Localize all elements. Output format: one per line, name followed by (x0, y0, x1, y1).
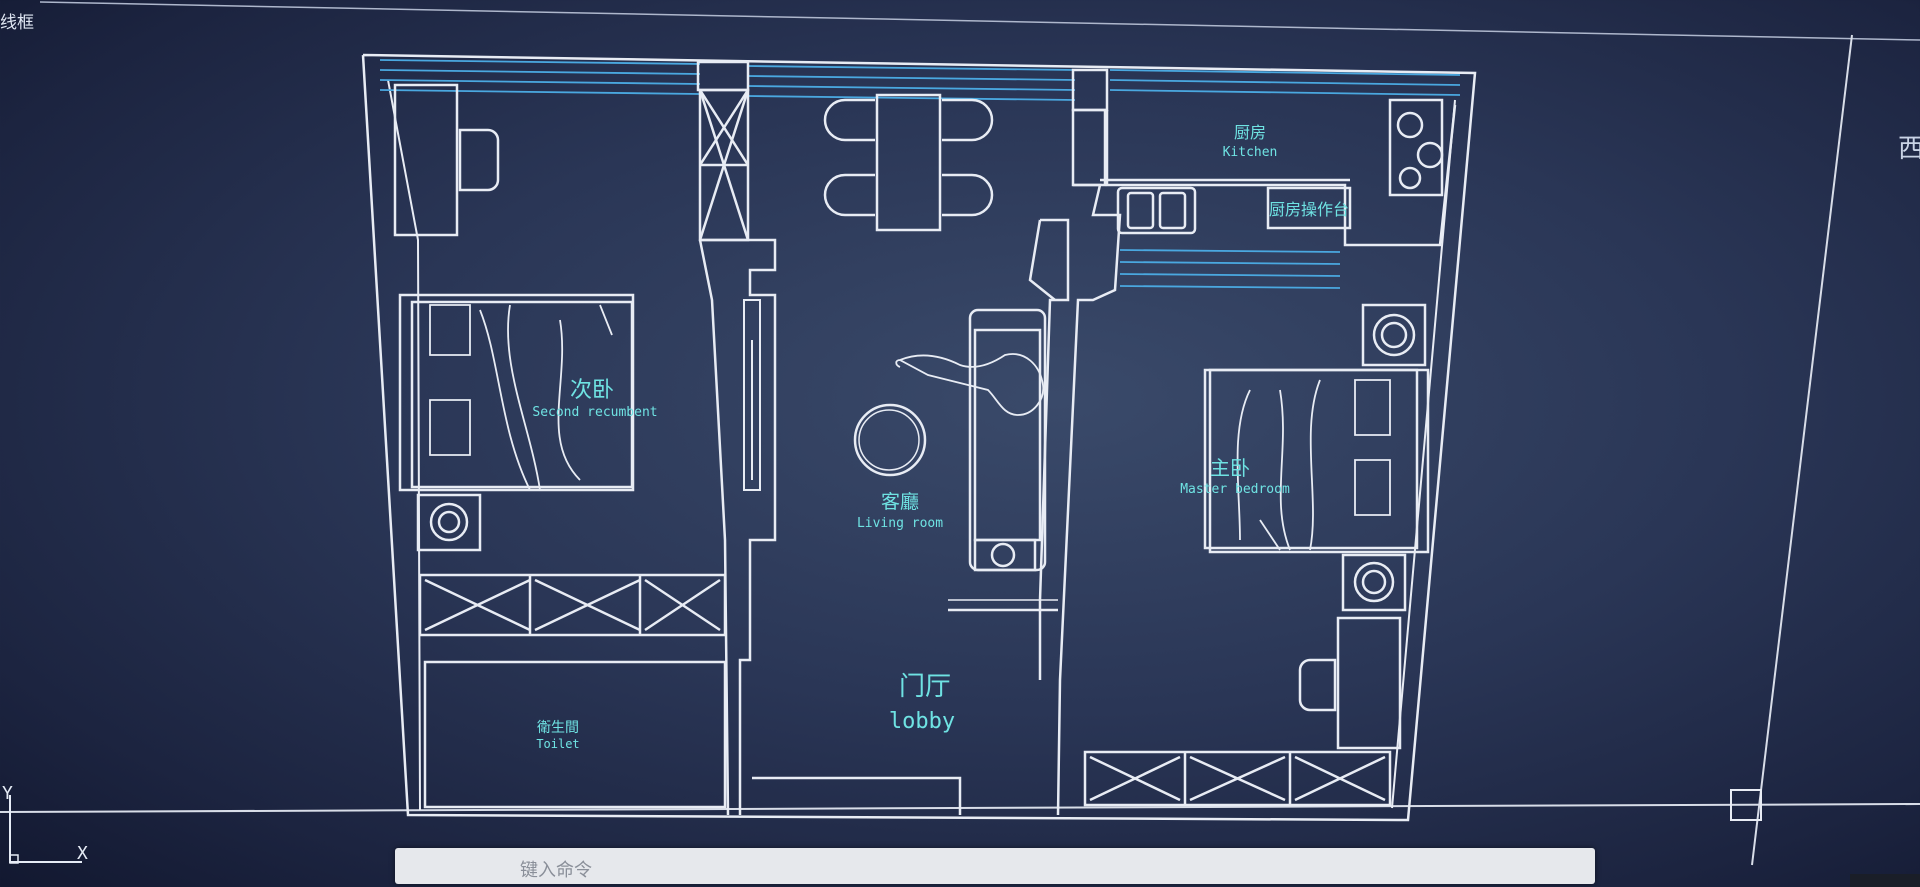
master-desk-chair (1298, 658, 1337, 712)
master-desk (1336, 616, 1402, 750)
command-line-placeholder: 键入命令 (520, 860, 592, 881)
status-bar-corner (1850, 874, 1920, 887)
lobby-label-cn: 门厅 (899, 672, 951, 702)
axis-x-label: X (77, 843, 88, 864)
entry-threshold (752, 776, 962, 815)
viewport-right-border (1751, 34, 1853, 866)
desk-chair (458, 128, 500, 192)
grip-square (1730, 789, 1762, 821)
dining-table (875, 93, 942, 232)
desk (393, 83, 459, 237)
second-bedroom-label-cn: 次卧 (570, 378, 614, 403)
viewcube-glyph[interactable]: 西 (1898, 134, 1920, 164)
master-bedroom-label-cn: 主卧 (1210, 456, 1250, 480)
living-room-label-cn: 客廳 (881, 491, 919, 513)
kitchen-label-en: Kitchen (1223, 145, 1278, 160)
second-bed-nightstand (416, 493, 482, 552)
kitchen-label-cn: 厨房 (1234, 123, 1266, 142)
right-column-top (1071, 68, 1109, 112)
axis-y-label: Y (2, 783, 13, 804)
right-partition (1056, 183, 1122, 816)
master-nightstand-bottom (1341, 553, 1407, 612)
kitchen-stove (1388, 98, 1444, 197)
command-line-input[interactable] (395, 848, 1595, 884)
second-wardrobe (418, 573, 727, 637)
master-bedroom-label-en: Master bedroom (1180, 482, 1290, 497)
top-windows (379, 59, 1461, 289)
outer-wall (361, 53, 1477, 822)
left-column-top (696, 60, 750, 92)
round-coffee-table (853, 403, 927, 477)
kitchen-sink (1116, 186, 1197, 235)
inner-wall-left (387, 79, 421, 811)
master-nightstand-top (1361, 303, 1427, 367)
toilet-label-en: Toilet (536, 737, 579, 751)
kitchen-counter-label: 厨房操作台 (1269, 200, 1349, 219)
sofa (968, 308, 1047, 572)
living-room-label-en: Living room (857, 516, 943, 531)
toilet-room (423, 660, 727, 809)
reclining-figure (895, 353, 1045, 416)
lobby-label-en: lobby (889, 709, 955, 734)
master-wardrobe (1083, 750, 1392, 807)
viewport-top-edge (39, 1, 1920, 41)
kitchen-counter-outline (1105, 104, 1457, 247)
viewport-label[interactable]: 线框 (0, 13, 34, 33)
left-partition (700, 238, 777, 815)
tv-cabinet (743, 299, 761, 491)
ucs-icon (9, 795, 82, 863)
inner-wall-right (1391, 99, 1456, 809)
second-bedroom-label-en: Second recumbent (532, 405, 657, 420)
kitchen-counter-box (1266, 186, 1352, 230)
toilet-label-cn: 衛生間 (537, 720, 579, 736)
